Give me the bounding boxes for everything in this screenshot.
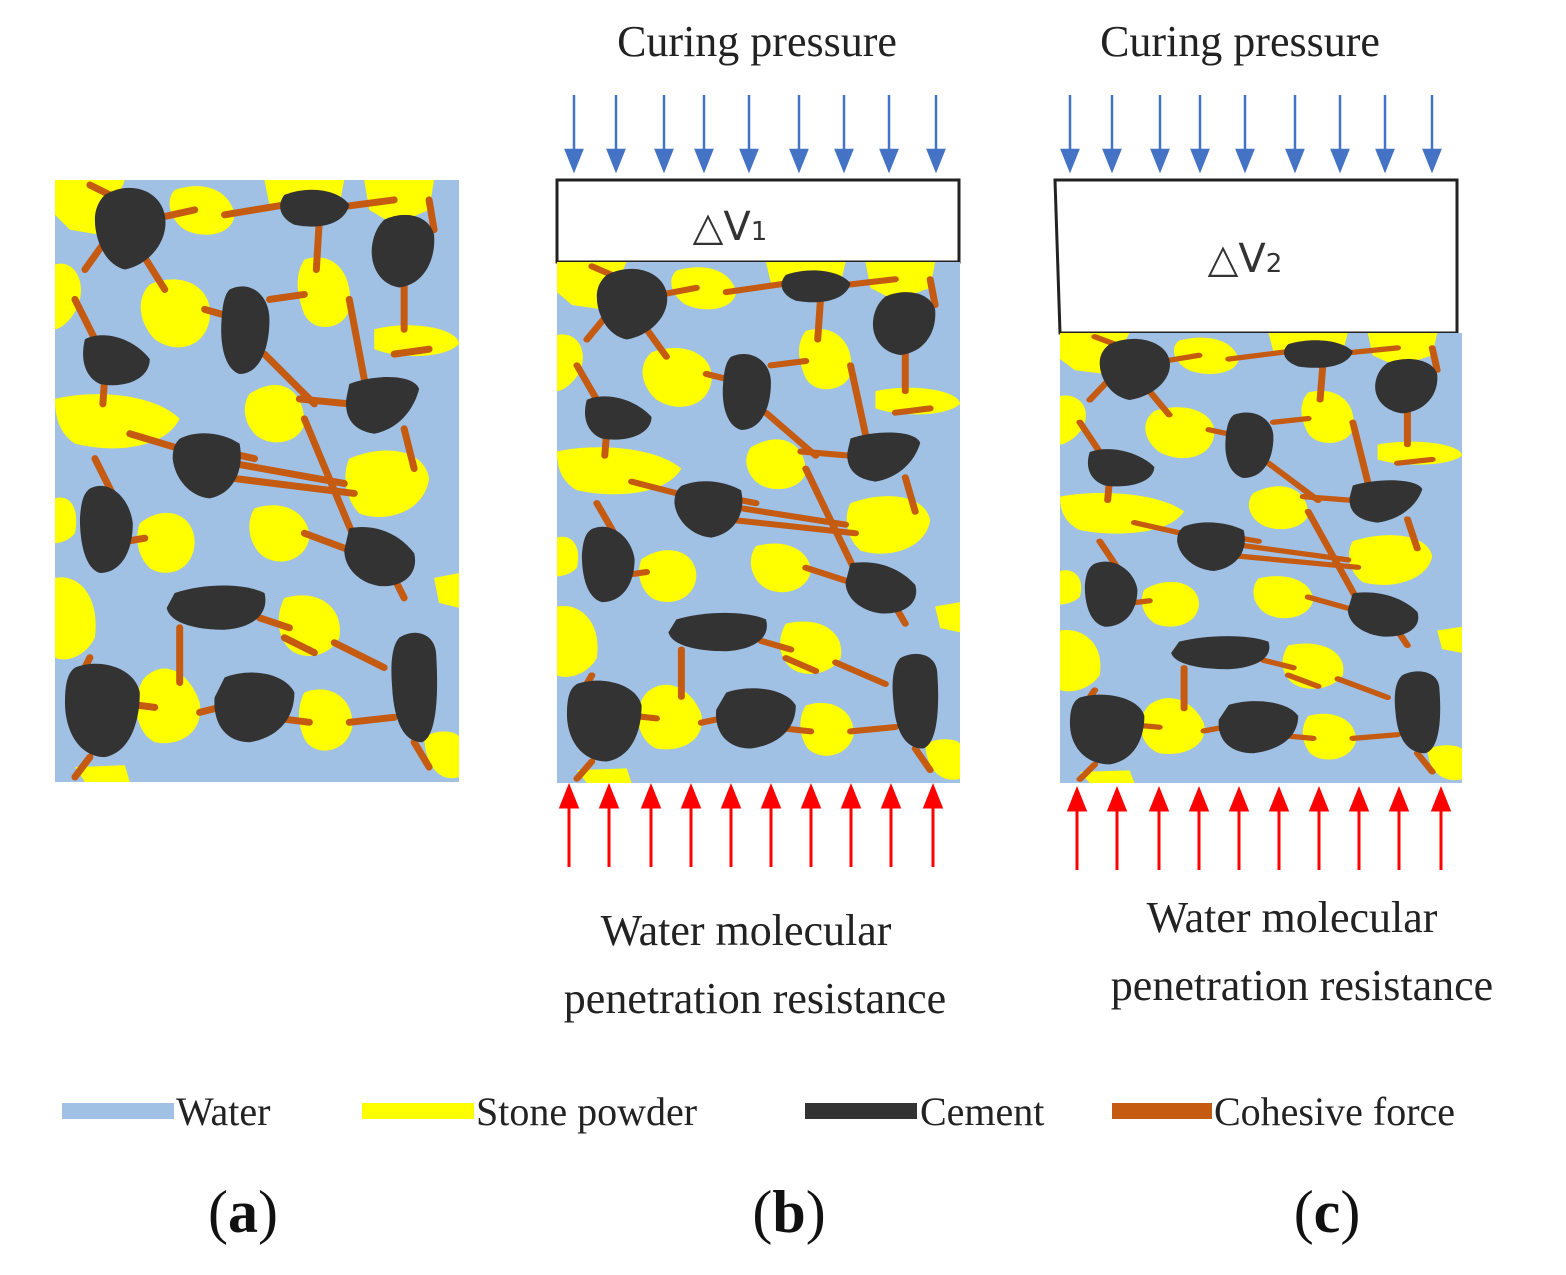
panel-c-resistance-arrows (1067, 788, 1451, 872)
panel-b-resistance-arrows (559, 785, 943, 869)
legend-cohesive-force-swatch (1112, 1103, 1212, 1119)
panel-b: Curing pressure △V1 Water molecular pene… (555, 17, 961, 1023)
legend-cement-swatch (805, 1103, 917, 1119)
legend-water-label: Water (176, 1089, 271, 1134)
panel-b-curing-pressure-label: Curing pressure (617, 17, 897, 66)
legend-water-swatch (62, 1103, 174, 1119)
legend: Water Stone powder Cement Cohesive force (62, 1089, 1455, 1134)
panel-c-delta-v-subscript: 2 (1266, 249, 1283, 279)
panel-b-pressure-arrows (564, 93, 946, 172)
legend-stone-powder-swatch (362, 1103, 474, 1119)
panel-c-delta-v-label: △V2 (1208, 236, 1283, 282)
panel-c-water-label-line1: Water molecular (1147, 893, 1438, 942)
panel-c: Curing pressure △V2 Water molecular pene… (1053, 17, 1493, 1010)
panel-b-delta-v-label: △V1 (693, 204, 768, 250)
legend-stone-powder-label: Stone powder (476, 1089, 697, 1134)
legend-cohesive-force-label: Cohesive force (1214, 1089, 1455, 1134)
panel-b-caption: (b) (752, 1179, 825, 1245)
panel-a (55, 180, 459, 782)
legend-cement-label: Cement (920, 1089, 1044, 1134)
panel-c-water-label-line2: penetration resistance (1111, 961, 1493, 1010)
panel-c-pressure-arrows (1060, 93, 1442, 172)
panel-b-water-label-line2: penetration resistance (564, 974, 946, 1023)
panel-b-water-label-line1: Water molecular (601, 906, 892, 955)
panel-c-caption: (c) (1294, 1179, 1361, 1245)
panel-b-delta-v-subscript: 1 (751, 217, 768, 247)
panel-a-caption: (a) (208, 1179, 278, 1245)
panel-c-curing-pressure-label: Curing pressure (1100, 17, 1380, 66)
panel-b-volume-change-box (555, 178, 961, 264)
